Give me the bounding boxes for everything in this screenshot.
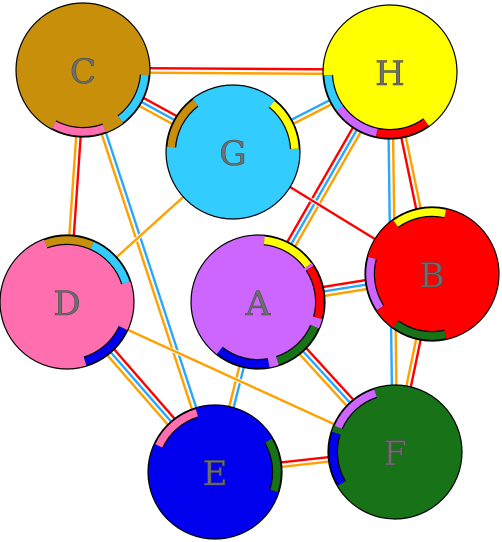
node-g: G (165, 84, 301, 220)
node-marker (366, 257, 384, 311)
node-c: C (15, 2, 151, 138)
node-label: E (203, 454, 228, 494)
node-marker (83, 326, 127, 365)
node-label: F (383, 434, 407, 474)
node-marker (52, 121, 106, 136)
node-marker (334, 389, 377, 429)
node-marker (217, 347, 270, 368)
node-label: D (53, 284, 80, 324)
edge-strand (83, 68, 219, 472)
node-label: H (375, 54, 405, 94)
node-marker (155, 409, 199, 448)
node-label: B (420, 256, 445, 296)
edge-c-e (78, 68, 220, 474)
node-marker (265, 438, 281, 493)
node-label: C (70, 52, 96, 92)
node-marker (306, 265, 324, 319)
node-label: G (219, 134, 246, 174)
node-circle (165, 84, 301, 220)
node-marker (118, 74, 149, 123)
node-h: H (322, 4, 458, 140)
node-marker (167, 99, 198, 148)
node-label: A (245, 284, 271, 324)
node-marker (375, 119, 429, 138)
node-marker (263, 236, 312, 268)
node-d: D (0, 234, 135, 370)
node-e: E (147, 404, 283, 540)
node-marker (269, 100, 299, 150)
node-marker (276, 325, 319, 365)
node-a: A (190, 234, 326, 370)
node-marker (90, 241, 130, 285)
edge-strand (79, 70, 215, 474)
node-f: F (327, 384, 463, 520)
node-marker (329, 431, 345, 486)
node-marker (393, 321, 447, 340)
node-b: B (364, 206, 500, 342)
node-marker (393, 208, 447, 227)
